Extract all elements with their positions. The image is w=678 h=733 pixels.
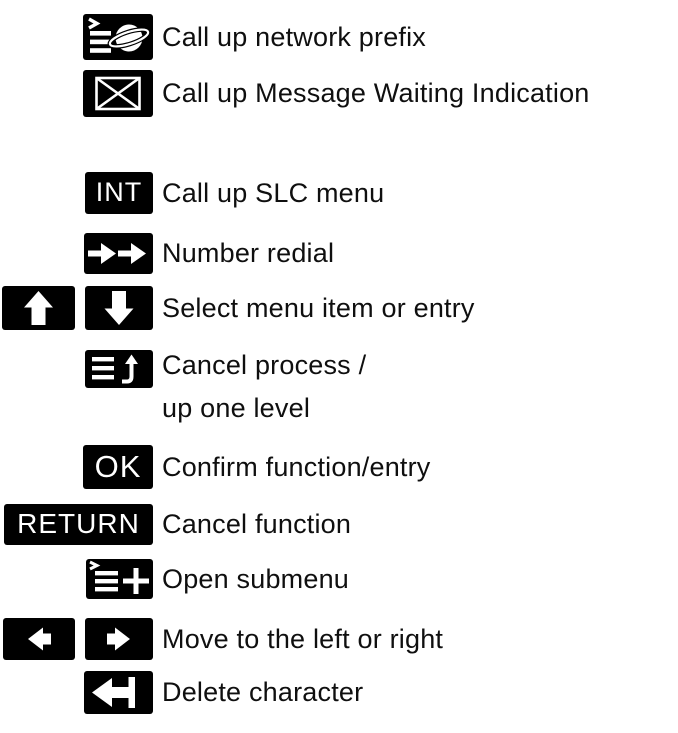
- legend-label: Cancel process / up one level: [162, 344, 366, 430]
- menu-arrow-up-key: [85, 350, 153, 388]
- legend-label: Number redial: [162, 238, 335, 268]
- key-column: RETURN: [0, 504, 153, 545]
- legend-label: Select menu item or entry: [162, 292, 475, 323]
- legend-row-slc-menu: INT Call up SLC menu: [0, 172, 384, 214]
- legend-row-select: Select menu item or entry: [0, 286, 475, 330]
- legend-row-open-submenu: Open submenu: [0, 559, 349, 599]
- legend-row-cancel-process: Cancel process / up one level: [0, 350, 366, 438]
- delete-key: [84, 671, 153, 714]
- legend-row-cancel-function: RETURN Cancel function: [0, 504, 351, 545]
- int-key: INT: [85, 172, 153, 214]
- menu-plus-icon: [89, 560, 149, 594]
- legend-label: Delete character: [162, 677, 364, 707]
- legend-label: Cancel function: [162, 509, 352, 539]
- legend-row-confirm: OK Confirm function/entry: [0, 445, 431, 489]
- return-key: RETURN: [4, 504, 153, 545]
- key-column: [0, 618, 153, 660]
- int-key-label: INT: [95, 176, 143, 207]
- legend-row-network-prefix: Call up network prefix: [0, 14, 426, 60]
- key-column: [0, 671, 153, 714]
- menu-globe-key: [83, 14, 153, 60]
- arrow-right-key: [85, 618, 153, 660]
- legend-row-message-waiting: Call up Message Waiting Indication: [0, 70, 590, 117]
- arrow-up-icon: [24, 291, 53, 325]
- envelope-icon: [95, 76, 141, 111]
- legend-row-number-redial: Number redial: [0, 233, 334, 274]
- legend-label: Call up SLC menu: [162, 177, 385, 208]
- legend-row-move: Move to the left or right: [0, 618, 443, 660]
- key-column: [0, 350, 153, 388]
- arrow-down-key: [85, 286, 153, 330]
- legend-label: Open submenu: [162, 563, 350, 594]
- menu-arrow-up-icon: [92, 354, 138, 384]
- redial-key: [84, 233, 153, 274]
- key-column: [0, 14, 153, 60]
- key-column: INT: [0, 172, 153, 214]
- legend-label: Confirm function/entry: [162, 451, 431, 482]
- envelope-key: [83, 70, 153, 117]
- arrow-right-icon: [107, 627, 130, 651]
- ok-key: OK: [83, 445, 153, 489]
- double-arrow-right-icon: [88, 243, 146, 264]
- legend-label: Call up network prefix: [162, 21, 427, 52]
- menu-globe-icon: [88, 17, 151, 53]
- legend-label-line2: up one level: [162, 393, 311, 423]
- key-column: [0, 70, 153, 117]
- delete-backspace-icon: [92, 677, 135, 708]
- key-column: [0, 559, 153, 599]
- arrow-left-key: [3, 618, 75, 660]
- arrow-up-key: [2, 286, 75, 330]
- legend-label-line1: Cancel process /: [162, 350, 367, 380]
- key-column: [0, 286, 153, 330]
- key-column: OK: [0, 445, 153, 489]
- arrow-down-icon: [104, 291, 134, 325]
- legend-label: Move to the left or right: [162, 623, 444, 654]
- ok-key-label: OK: [94, 448, 142, 484]
- legend-label: Call up Message Waiting Indication: [162, 78, 590, 108]
- return-key-label: RETURN: [17, 507, 140, 539]
- arrow-left-icon: [28, 627, 51, 651]
- menu-plus-key: [86, 559, 153, 599]
- key-column: [0, 233, 153, 274]
- legend-row-delete: Delete character: [0, 671, 363, 714]
